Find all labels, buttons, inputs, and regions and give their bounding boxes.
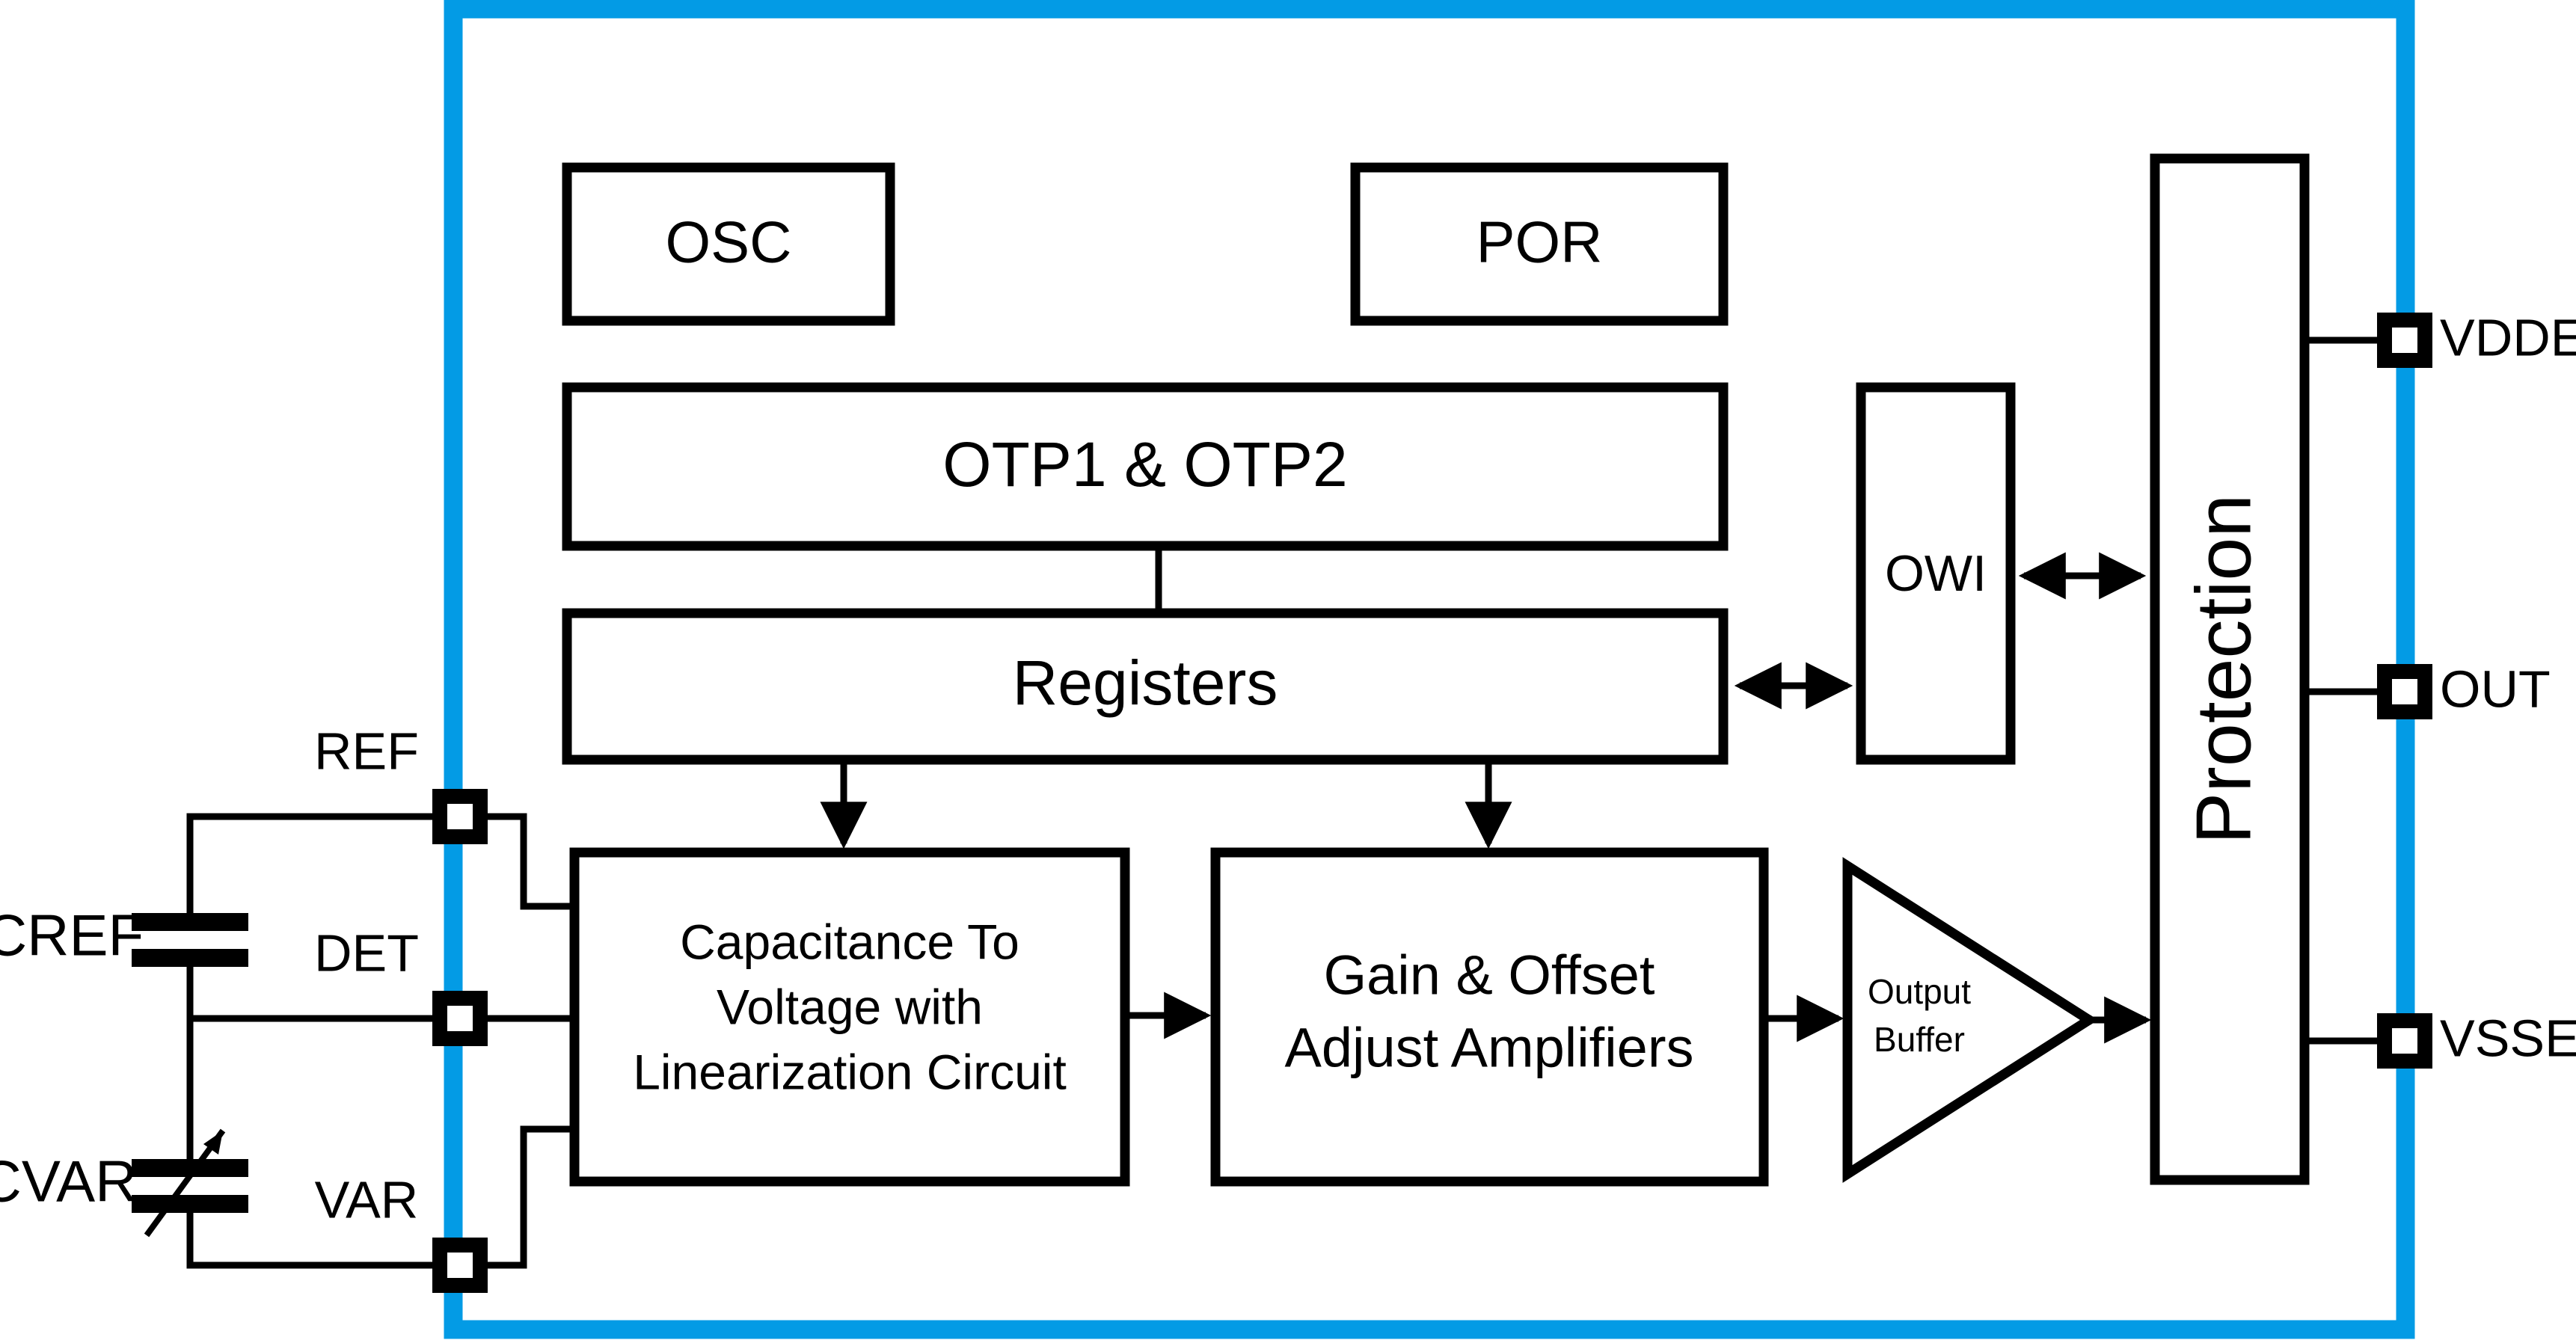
wire-cvar-to-var [186,1211,444,1269]
block-protection: Protection [2150,153,2310,1185]
component-cref: CREF [0,903,248,968]
block-c2v-line2: Voltage with [717,979,983,1034]
block-output-buffer-line2: Buffer [1874,1020,1965,1059]
component-cvar-label: CVAR [0,1149,137,1214]
pin-vdde[interactable]: VDDE [2377,308,2576,368]
component-cref-label: CREF [0,903,144,968]
block-registers: Registers [562,608,1729,765]
pin-vsse[interactable]: VSSE [2377,1009,2576,1069]
cvar-variability-arrow-head [203,1131,223,1155]
block-osc-label: OSC [665,209,791,275]
block-owi: OWI [1856,382,2016,765]
block-gain-line1: Gain & Offset [1324,944,1655,1006]
pin-det[interactable]: DET [314,923,488,1046]
block-c2v-line1: Capacitance To [680,914,1019,969]
block-owi-label: OWI [1885,545,1987,602]
block-otp: OTP1 & OTP2 [562,382,1729,551]
pin-var[interactable]: VAR [315,1170,488,1293]
wire-var-to-c2v [488,1125,574,1269]
component-cvar: CVAR [0,1128,248,1238]
block-capacitance-to-voltage: Capacitance To Voltage with Linearizatio… [569,847,1130,1187]
block-registers-label: Registers [1013,648,1278,718]
wire-ref-to-c2v [488,813,574,910]
block-gain-offset: Gain & Offset Adjust Amplifiers [1210,847,1769,1187]
block-por-label: POR [1476,209,1602,275]
pin-det-label: DET [314,923,419,982]
block-protection-label: Protection [2180,494,2267,844]
pin-out[interactable]: OUT [2377,660,2551,719]
block-output-buffer-line1: Output [1868,972,1971,1011]
block-otp-label: OTP1 & OTP2 [942,429,1348,500]
block-osc: OSC [562,162,895,326]
pin-ref[interactable]: REF [314,722,488,844]
pin-var-label: VAR [315,1170,419,1229]
pin-vdde-label: VDDE [2440,308,2576,366]
pin-out-label: OUT [2440,660,2551,718]
block-c2v-line3: Linearization Circuit [633,1044,1067,1099]
wire-ref-to-cref [186,813,444,915]
pin-ref-label: REF [314,722,419,780]
pin-vsse-label: VSSE [2440,1009,2576,1067]
block-por: POR [1350,162,1729,326]
block-gain-line2: Adjust Amplifiers [1285,1017,1694,1079]
block-output-buffer: Output Buffer [1842,857,2099,1183]
